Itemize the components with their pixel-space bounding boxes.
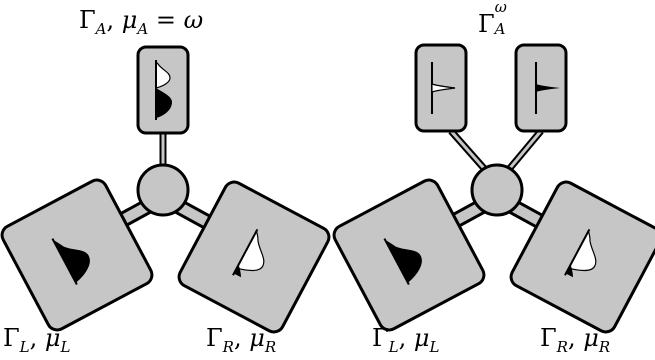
left-reservoir-2	[332, 178, 486, 332]
right-reservoir	[177, 180, 331, 334]
gamma-symbol: Γ	[79, 6, 96, 34]
mu-symbol: μ	[249, 324, 265, 352]
mu-symbol: μ	[583, 324, 599, 352]
mu-subscript: L	[429, 337, 440, 356]
left-reservoir-label: ΓL, μL	[3, 326, 70, 355]
gamma-subscript: A	[494, 20, 506, 38]
gamma-symbol: Γ	[206, 324, 223, 352]
left-reservoir	[0, 178, 154, 332]
gamma-superscript: ω	[494, 0, 507, 16]
probe-wire-left	[448, 128, 492, 177]
right-empty-distribution-icon-2	[564, 228, 597, 278]
separator: ,	[398, 324, 414, 352]
mu-symbol: μ	[121, 6, 138, 34]
gamma-subscript: R	[556, 337, 568, 356]
probe-reservoir	[136, 45, 190, 135]
quantum-dot	[136, 163, 190, 217]
mu-subscript: R	[598, 337, 611, 356]
quantum-dot-2	[470, 163, 524, 217]
left-filled-distribution-icon	[51, 238, 90, 285]
gamma-subscript: A	[95, 19, 107, 38]
mu-subscript: R	[264, 337, 277, 356]
left-reservoir-label-2: ΓL, μL	[372, 326, 439, 355]
separator: ,	[233, 324, 250, 352]
gamma-symbol: Γ	[3, 324, 20, 352]
left-system	[0, 45, 331, 334]
probe-distribution-icon	[155, 60, 172, 120]
empty-spike-icon	[431, 62, 456, 114]
mu-symbol: μ	[44, 324, 61, 352]
gamma-symbol: Γ	[372, 324, 389, 352]
filled-spike-icon	[535, 62, 560, 114]
probe-wire-right	[502, 128, 544, 177]
separator: ,	[567, 324, 584, 352]
separator: ,	[106, 6, 122, 34]
probe-reservoir-filled	[514, 43, 568, 133]
mu-subscript: L	[60, 337, 71, 356]
gamma-subscript: L	[19, 337, 30, 356]
gamma-subscript: R	[222, 337, 234, 356]
gamma-symbol: Γ	[478, 10, 495, 38]
right-reservoir-2	[509, 180, 655, 334]
mu-symbol: μ	[413, 324, 430, 352]
gamma-subscript: L	[388, 337, 399, 356]
gamma-symbol: Γ	[540, 324, 557, 352]
right-system	[332, 43, 655, 334]
probe-label-left: ΓA, μA = ω	[79, 8, 203, 37]
probe-reservoir-empty	[414, 43, 468, 133]
right-reservoir-label: ΓR, μR	[206, 326, 276, 355]
right-empty-distribution-icon	[232, 228, 265, 278]
left-filled-distribution-icon-2	[383, 238, 422, 285]
mu-subscript: A	[137, 19, 149, 38]
equals-omega: = ω	[148, 6, 204, 34]
separator: ,	[29, 324, 45, 352]
right-reservoir-label-2: ΓR, μR	[540, 326, 610, 355]
